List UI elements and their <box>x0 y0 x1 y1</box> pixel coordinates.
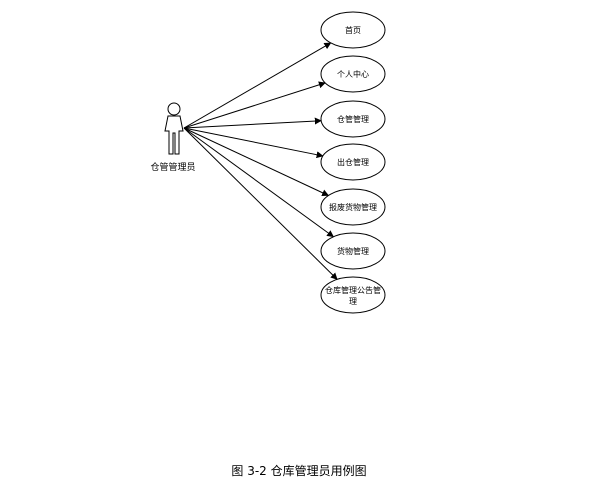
use-case: 货物管理 <box>320 232 386 270</box>
use-case-label: 仓库管理公告管理 <box>325 285 381 306</box>
association-arrow <box>183 127 338 280</box>
association-arrow <box>183 117 322 129</box>
use-case: 首页 <box>320 11 386 49</box>
use-case-label: 出仓管理 <box>337 157 369 167</box>
use-case: 个人中心 <box>320 55 386 93</box>
use-case: 报废货物管理 <box>320 188 386 226</box>
association-lines <box>183 42 338 280</box>
figure-caption: 图 3-2 仓库管理员用例图 <box>231 464 367 478</box>
use-case: 出仓管理 <box>320 143 386 181</box>
association-arrow <box>183 127 330 196</box>
stick-figure-actor-icon <box>164 102 184 155</box>
use-case-label: 仓管管理 <box>337 114 369 124</box>
use-case-ellipse <box>320 100 386 138</box>
use-case-ellipse <box>320 55 386 93</box>
use-case-label: 首页 <box>345 25 361 35</box>
use-case-label: 个人中心 <box>337 69 369 79</box>
use-case: 仓管管理 <box>320 100 386 138</box>
use-case-ellipse <box>320 276 386 314</box>
association-arrow <box>183 42 332 129</box>
use-case-ellipse <box>320 143 386 181</box>
use-case-ellipse <box>320 188 386 226</box>
use-case-label: 货物管理 <box>337 246 369 256</box>
association-arrow <box>183 127 334 238</box>
association-arrow <box>183 81 326 129</box>
use-case-label: 报废货物管理 <box>329 202 377 212</box>
use-case-ellipse <box>320 232 386 270</box>
actor-figure: 仓管管理员 <box>150 102 196 173</box>
use-case: 仓库管理公告管理 <box>320 276 386 314</box>
actor-label: 仓管管理员 <box>150 161 195 173</box>
association-arrow <box>183 127 324 159</box>
use-case-ellipse <box>320 11 386 49</box>
